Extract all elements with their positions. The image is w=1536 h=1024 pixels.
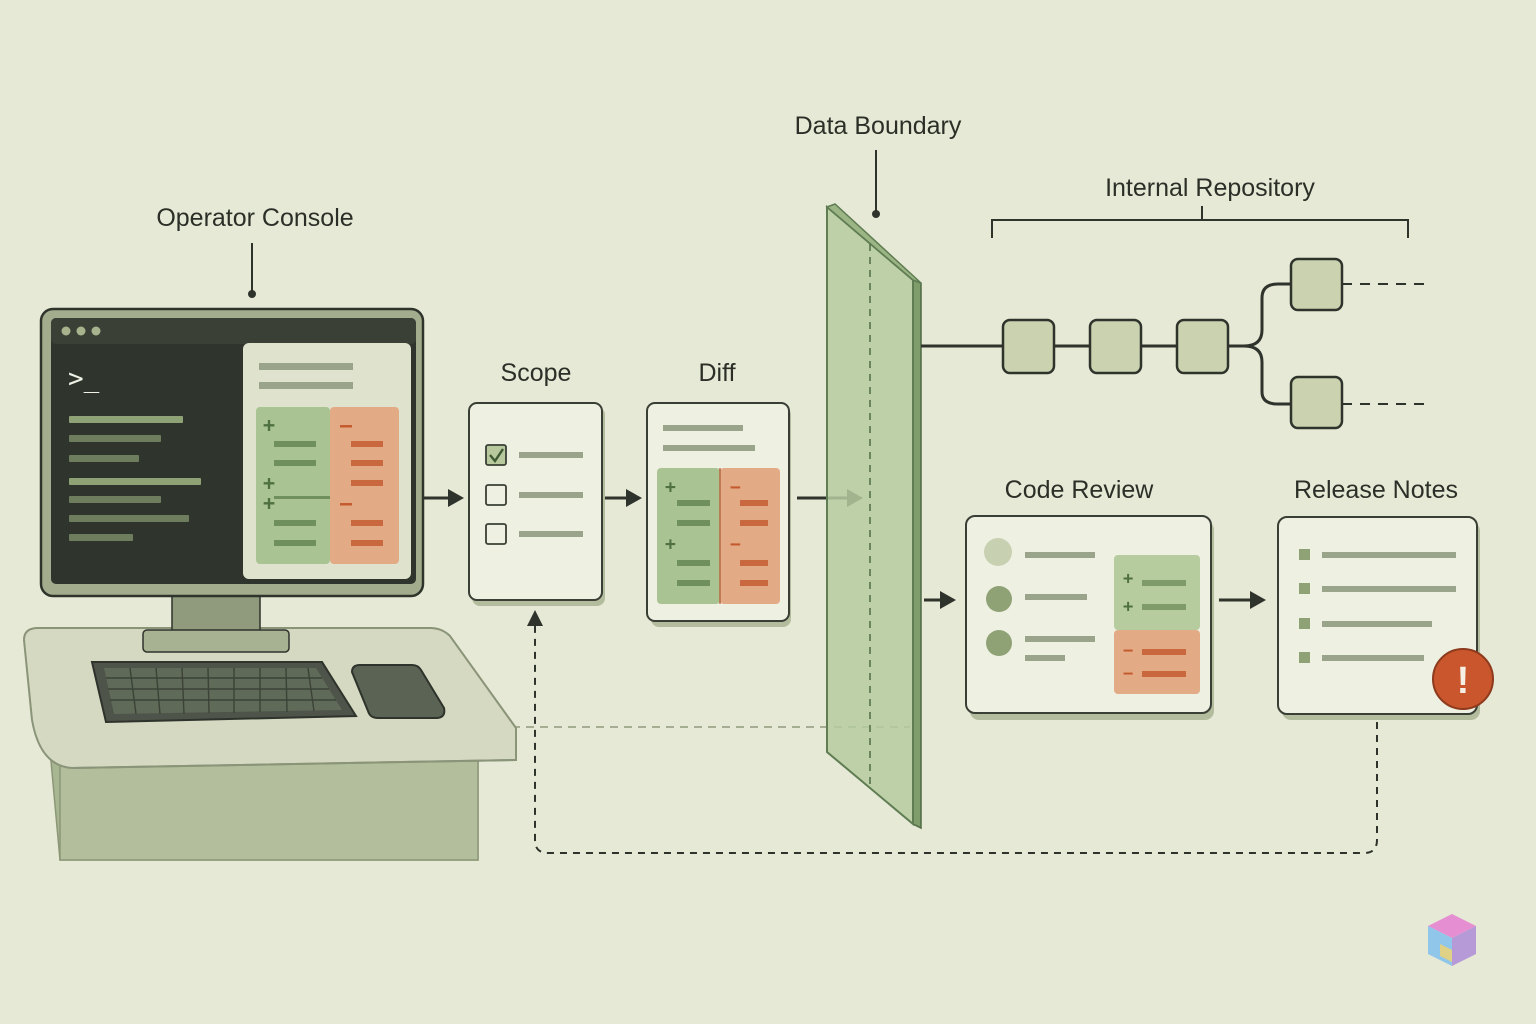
repo-commit-nodes (1001, 257, 1344, 430)
monitor-neck (171, 591, 261, 637)
internal-repository-label-group: Internal Repository (991, 174, 1409, 238)
reviewer-avatar (984, 538, 1012, 566)
data-boundary-pointer-dot (872, 210, 880, 218)
alert-icon-mark: ! (1457, 660, 1470, 702)
data-boundary-label: Data Boundary (795, 112, 962, 140)
window-titlebar (51, 318, 416, 344)
add-sign: + (665, 477, 676, 498)
scope-label: Scope (501, 359, 572, 387)
checkbox-icon-checked (485, 444, 507, 466)
checkmark-icon (489, 448, 504, 464)
window-dot-icon (91, 326, 101, 336)
monitor-stand (142, 629, 290, 653)
remove-sign: − (730, 534, 741, 555)
review-added-line (1142, 580, 1186, 586)
review-removed-line (1142, 671, 1186, 677)
desk-edge (71, 759, 517, 769)
diff-removed-line-bars (740, 500, 768, 586)
diff-added-line-bars (677, 500, 710, 586)
review-added-panel (1114, 555, 1200, 630)
remove-sign: — (340, 491, 353, 515)
commit-node-branch (1289, 375, 1344, 430)
checkbox-icon (485, 523, 507, 545)
diff-pane-header-line (259, 382, 353, 389)
release-notes-lines (1322, 552, 1456, 661)
reviewer-avatar (986, 630, 1012, 656)
remove-sign: − (1123, 641, 1133, 661)
add-sign: + (263, 413, 275, 437)
add-sign: + (665, 534, 676, 555)
comment-line (1025, 636, 1095, 642)
checkbox-icon (485, 484, 507, 506)
operator-console-monitor: >_ + + + — — (39, 307, 425, 653)
operator-console-label: Operator Console (156, 204, 353, 232)
data-boundary-label-group: Data Boundary (795, 112, 962, 218)
trackpad (350, 664, 446, 719)
remove-sign: − (730, 477, 741, 498)
keyboard (90, 661, 358, 724)
remove-sign: − (1123, 664, 1133, 684)
diff-card-header-line (663, 425, 743, 431)
desk (22, 627, 517, 861)
repo-branch-line (1243, 344, 1291, 406)
cube-logo-icon (1428, 914, 1476, 966)
terminal-output-lines (69, 416, 201, 541)
commit-node (1088, 318, 1143, 375)
diff-label: Diff (698, 359, 735, 387)
window-dot-icon (61, 326, 71, 336)
comment-line (1025, 655, 1065, 661)
operator-console-pointer-dot (248, 290, 256, 298)
diff-pane-header-line (259, 363, 353, 370)
code-review-card: + + − − (965, 515, 1214, 720)
boundary-wall-top (825, 203, 922, 284)
comment-line (1025, 594, 1087, 600)
internal-repository-graph (921, 257, 1424, 430)
internal-repository-bracket (991, 206, 1409, 238)
comment-line (1025, 552, 1095, 558)
checklist-line (519, 531, 583, 537)
release-notes-bullets (1299, 549, 1310, 663)
diff-card: + + − − (646, 402, 791, 627)
boundary-wall-edge (912, 278, 922, 830)
commit-node-branch (1289, 257, 1344, 312)
keyboard-key-grid (106, 667, 336, 715)
release-notes-label: Release Notes (1294, 476, 1458, 504)
window-dot-icon (76, 326, 86, 336)
repo-branch-line (1228, 282, 1291, 348)
alert-icon (1432, 648, 1494, 710)
commit-node (1175, 318, 1230, 375)
checklist-line (519, 452, 583, 458)
feedback-loop-line (534, 618, 1378, 854)
feedback-loop-arrowhead (527, 610, 543, 626)
removed-line-bars (351, 441, 383, 546)
internal-repository-label: Internal Repository (1105, 174, 1315, 202)
diff-card-header-line (663, 445, 755, 451)
added-line-bars (274, 441, 330, 546)
review-removed-line (1142, 649, 1186, 655)
add-sign: + (1123, 597, 1133, 617)
data-boundary-wall (825, 203, 922, 830)
operator-console-label-group: Operator Console (156, 204, 354, 298)
release-notes-card: ! (1277, 516, 1494, 720)
reviewer-avatar (986, 586, 1012, 612)
add-sign: + (263, 471, 275, 495)
code-review-label: Code Review (1005, 476, 1155, 504)
add-sign: + (1123, 569, 1133, 589)
remove-sign: — (340, 413, 353, 437)
release-notes-card-body (1277, 516, 1478, 715)
review-added-line (1142, 604, 1186, 610)
add-sign: + (263, 491, 275, 515)
commit-node (1001, 318, 1056, 375)
scope-card (468, 402, 605, 606)
checklist-line (519, 492, 583, 498)
review-removed-panel (1114, 630, 1200, 694)
keyboard-keys (104, 668, 342, 714)
terminal-prompt: >_ (68, 364, 100, 394)
